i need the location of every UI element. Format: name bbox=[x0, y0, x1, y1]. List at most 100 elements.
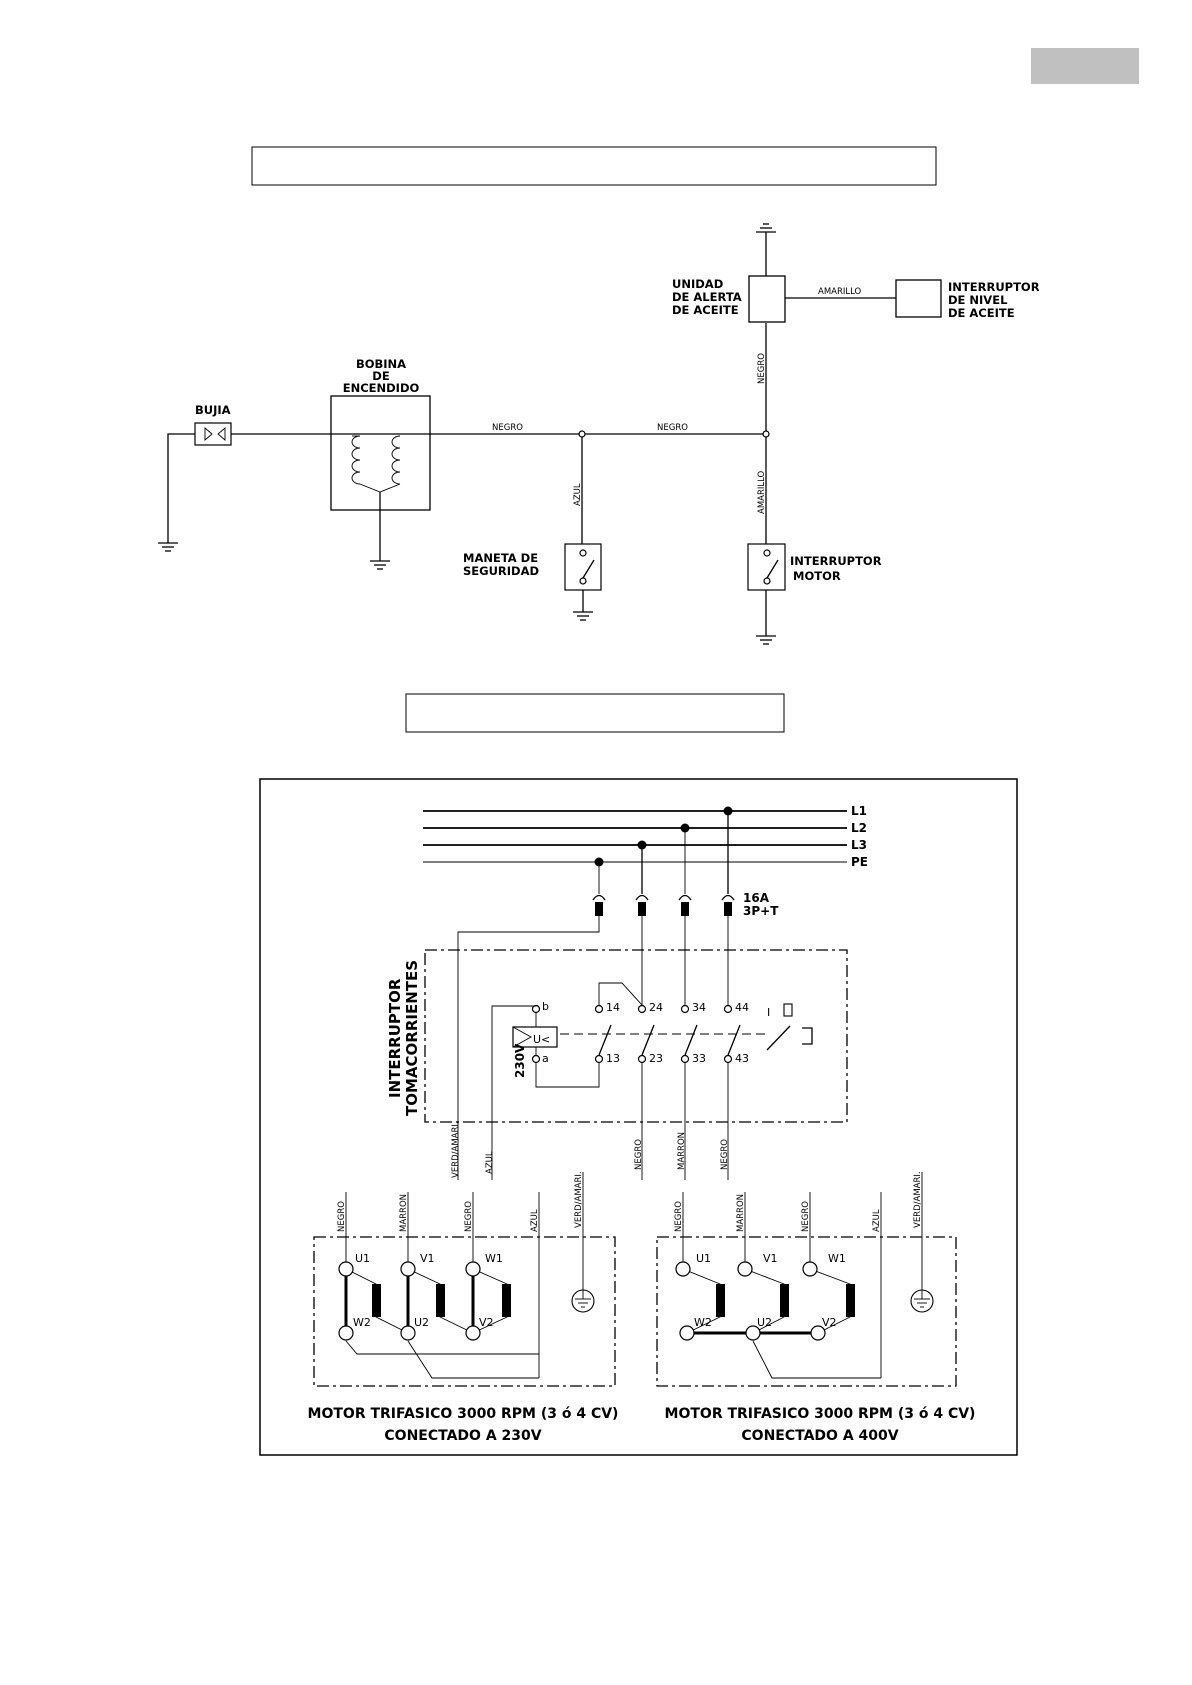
motor-title: MOTOR TRIFASICO 3000 RPM (3 ó 4 CV) bbox=[308, 1406, 619, 1422]
socket-16a: 16A 3P+T bbox=[592, 891, 779, 918]
motor-subtitle: CONECTADO A 230V bbox=[384, 1428, 541, 1444]
wire-label-amarillo: AMARILLO bbox=[818, 287, 862, 297]
unidad-alerta-aceite: UNIDAD DE ALERTA DE ACEITE bbox=[672, 223, 786, 323]
maneta-seguridad-switch: MANETA DE SEGURIDAD bbox=[463, 543, 602, 621]
bujia-label: BUJIA bbox=[195, 403, 231, 417]
ground-icon bbox=[756, 223, 776, 233]
motor-400v: NEGRO MARRON NEGRO AZUL VERD/AMARI. bbox=[656, 1171, 976, 1444]
terminal-label: 24 bbox=[649, 1001, 663, 1014]
terminal-label: V1 bbox=[420, 1252, 435, 1265]
wire-label-verd-amari: VERD/AMARI. bbox=[451, 1121, 461, 1178]
interruptor-motor-label-1: INTERRUPTOR bbox=[790, 554, 882, 568]
socket-label-1: 16A bbox=[743, 891, 770, 905]
terminal-label: V2 bbox=[822, 1316, 837, 1329]
switch-title-2: TOMACORRIENTES bbox=[403, 960, 421, 1116]
unidad-label-3: DE ACEITE bbox=[672, 303, 739, 317]
title-box-power bbox=[405, 693, 785, 733]
terminal-label: 33 bbox=[692, 1052, 706, 1065]
terminal-label: V1 bbox=[763, 1252, 778, 1265]
terminal-label: W2 bbox=[694, 1316, 712, 1329]
terminal-label: 43 bbox=[735, 1052, 749, 1065]
line-label-l2: L2 bbox=[851, 821, 867, 835]
maneta-label-1: MANETA DE bbox=[463, 551, 538, 565]
terminal-label: 23 bbox=[649, 1052, 663, 1065]
off-label-box bbox=[783, 1003, 793, 1017]
page-tab-marker bbox=[1031, 48, 1139, 84]
terminal-label: U2 bbox=[414, 1316, 429, 1329]
switch-contacts: 14 24 34 44 13 23 33 43 I O bbox=[560, 916, 813, 1065]
line-label-pe: PE bbox=[851, 855, 868, 869]
wire-label-azul: AZUL bbox=[485, 1151, 495, 1174]
wire-label: MARRON bbox=[736, 1194, 746, 1232]
wire-label: AZUL bbox=[530, 1209, 540, 1232]
ground-icon bbox=[571, 1289, 595, 1313]
interruptor-nivel-aceite: INTERRUPTOR DE NIVEL DE ACEITE bbox=[895, 279, 1040, 320]
on-label: I bbox=[767, 1006, 770, 1019]
nivel-label-2: DE NIVEL bbox=[948, 293, 1008, 307]
interruptor-motor-switch: INTERRUPTOR MOTOR bbox=[747, 543, 882, 645]
motor-subtitle: CONECTADO A 400V bbox=[741, 1428, 898, 1444]
wire-label-negro: NEGRO bbox=[720, 1139, 730, 1170]
wire-label: MARRON bbox=[399, 1194, 409, 1232]
wire-label-negro: NEGRO bbox=[657, 423, 688, 433]
line-label-l1: L1 bbox=[851, 804, 867, 818]
maneta-label-2: SEGURIDAD bbox=[463, 564, 539, 578]
unidad-label-1: UNIDAD bbox=[672, 277, 723, 291]
wire-label-negro: NEGRO bbox=[634, 1139, 644, 1170]
wire-label: NEGRO bbox=[337, 1201, 347, 1232]
terminal-label: W1 bbox=[828, 1252, 846, 1265]
terminal-label: 13 bbox=[606, 1052, 620, 1065]
terminal-label: U1 bbox=[696, 1252, 711, 1265]
nivel-label-1: INTERRUPTOR bbox=[948, 280, 1040, 294]
wire-label: NEGRO bbox=[674, 1201, 684, 1232]
bujia-spark-plug: BUJIA bbox=[158, 403, 232, 552]
wire-label-azul: AZUL bbox=[573, 483, 583, 506]
motor-title: MOTOR TRIFASICO 3000 RPM (3 ó 4 CV) bbox=[665, 1406, 976, 1422]
power-diagram-frame bbox=[259, 778, 1018, 1456]
wire-label: NEGRO bbox=[464, 1201, 474, 1232]
unidad-label-2: DE ALERTA bbox=[672, 290, 742, 304]
ground-icon bbox=[573, 611, 593, 621]
terminal-label: U2 bbox=[757, 1316, 772, 1329]
terminal-label: 44 bbox=[735, 1001, 749, 1014]
wire-label: VERD/AMARI. bbox=[574, 1171, 584, 1228]
bobina-label-3: ENCENDIDO bbox=[343, 381, 420, 395]
junction-dot bbox=[762, 430, 770, 438]
wire-label: VERD/AMARI. bbox=[913, 1171, 923, 1228]
terminal-label: 14 bbox=[606, 1001, 620, 1014]
wire-label-marron: MARRON bbox=[677, 1132, 687, 1170]
ground-icon bbox=[756, 635, 776, 645]
interruptor-tomacorrientes-box bbox=[424, 949, 848, 1123]
coil-term-a: a bbox=[542, 1052, 549, 1065]
switch-title-1: INTERRUPTOR bbox=[386, 978, 404, 1098]
wire-label-amarillo: AMARILLO bbox=[757, 470, 767, 514]
interruptor-motor-label-2: MOTOR bbox=[793, 569, 841, 583]
wire-label: AZUL bbox=[872, 1209, 882, 1232]
socket-label-2: 3P+T bbox=[743, 904, 779, 918]
bobina-encendido: BOBINA DE ENCENDIDO bbox=[330, 357, 431, 570]
motor-230v: NEGRO MARRON NEGRO AZUL VERD/AMARI. bbox=[308, 1171, 619, 1444]
terminal-label: U1 bbox=[355, 1252, 370, 1265]
ignition-diagram: BUJIA BOBINA DE ENCENDIDO NEGRO NEGRO AZ… bbox=[158, 223, 1040, 645]
power-diagram: L1 L2 L3 PE 16A 3P+T INTERRUPTOR TOMACOR… bbox=[259, 778, 1018, 1456]
ground-icon bbox=[158, 542, 178, 552]
coil-term-b: b bbox=[542, 1000, 549, 1013]
wire-label-negro: NEGRO bbox=[757, 353, 767, 384]
line-label-l3: L3 bbox=[851, 838, 867, 852]
wire-label-negro: NEGRO bbox=[492, 423, 523, 433]
terminal-label: 34 bbox=[692, 1001, 706, 1014]
bobina-label-2: DE bbox=[372, 369, 390, 383]
wire-label: NEGRO bbox=[801, 1201, 811, 1232]
title-box-ignition bbox=[251, 146, 937, 186]
ground-icon bbox=[910, 1289, 934, 1313]
terminal-label: W2 bbox=[353, 1316, 371, 1329]
voltage-label: 230V bbox=[513, 1043, 527, 1078]
ground-icon bbox=[370, 560, 390, 570]
bobina-label-1: BOBINA bbox=[356, 357, 406, 371]
coil-label: U< bbox=[533, 1033, 550, 1046]
terminal-label: W1 bbox=[485, 1252, 503, 1265]
nivel-label-3: DE ACEITE bbox=[948, 306, 1015, 320]
terminal-label: V2 bbox=[479, 1316, 494, 1329]
undervoltage-coil: U< b a 230V bbox=[512, 1000, 558, 1078]
